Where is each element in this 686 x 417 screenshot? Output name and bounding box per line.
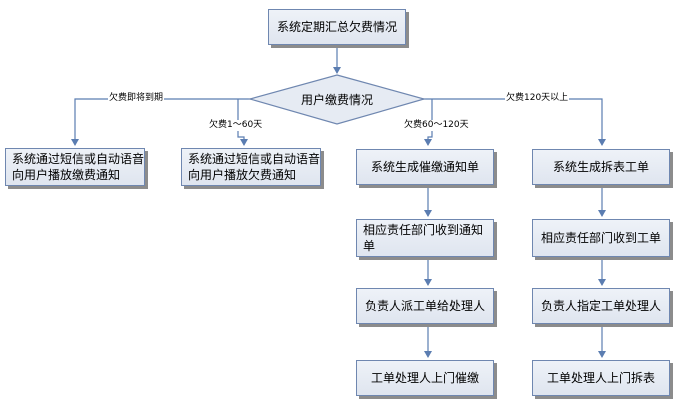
- start-label: 系统定期汇总欠费情况: [276, 20, 397, 34]
- connector-branch-1: [71, 98, 252, 146]
- c3-step-3-box: 负责人派工单给处理人: [356, 288, 494, 324]
- c3-step-4-box: 工单处理人上门催缴: [356, 360, 494, 396]
- c4-step-1-box: 系统生成拆表工单: [532, 149, 670, 185]
- condition-label-3: 欠费60～120天: [403, 120, 470, 131]
- c4-step-2-box: 相应责任部门收到工单: [532, 219, 670, 257]
- branch-2-action-box: 系统通过短信或自动语音向用户播放欠费通知: [181, 148, 321, 186]
- decision-label: 用户缴费情况: [300, 93, 373, 107]
- c4-step-1-label: 系统生成拆表工单: [552, 160, 649, 174]
- branch-2-action-label: 系统通过短信或自动语音向用户播放欠费通知: [188, 152, 321, 182]
- condition-label-1: 欠费即将到期: [108, 93, 165, 104]
- c3-step-1-label: 系统生成催缴通知单: [370, 160, 479, 174]
- branch-1-action-box: 系统通过短信或自动语音向用户播放缴费通知: [5, 148, 145, 186]
- condition-label-4: 欠费120天以上: [505, 93, 570, 104]
- c4-step-3-label: 负责人指定工单处理人: [540, 299, 661, 313]
- connector-branch-4: [422, 98, 606, 146]
- condition-label-2: 欠费1～60天: [208, 120, 264, 131]
- branch-1-action-label: 系统通过短信或自动语音向用户播放缴费通知: [12, 152, 145, 182]
- connector-branch-3: [424, 99, 433, 146]
- c3-step-2-label: 相应责任部门收到通知单: [363, 223, 484, 253]
- start-box: 系统定期汇总欠费情况: [268, 9, 406, 45]
- decision-diamond: [247, 74, 427, 125]
- c4-step-3-box: 负责人指定工单处理人: [532, 288, 670, 324]
- c3-step-1-box: 系统生成催缴通知单: [356, 149, 494, 185]
- c4-step-4-label: 工单处理人上门拆表: [546, 371, 655, 385]
- connector-branch-2: [237, 99, 248, 146]
- c4-step-4-box: 工单处理人上门拆表: [532, 360, 670, 396]
- c3-step-2-box: 相应责任部门收到通知单: [356, 219, 494, 257]
- c4-step-2-label: 相应责任部门收到工单: [540, 231, 661, 245]
- c3-step-4-label: 工单处理人上门催缴: [370, 371, 479, 385]
- c3-step-3-label: 负责人派工单给处理人: [364, 299, 485, 313]
